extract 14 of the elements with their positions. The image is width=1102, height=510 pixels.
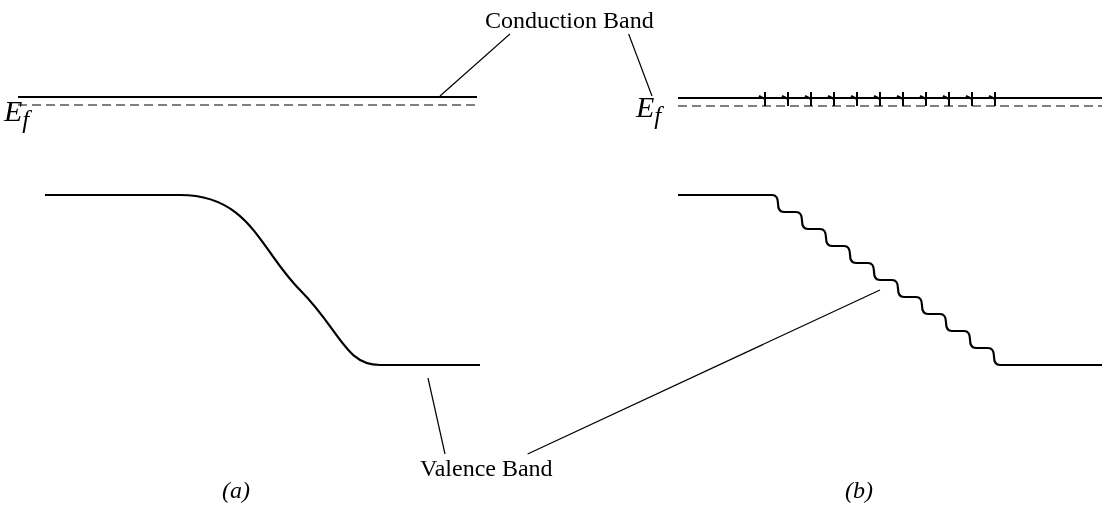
valence-band-curve (45, 193, 480, 367)
fermi-level-label: E$_{f}$ (636, 92, 662, 128)
conduction-band-line (677, 91, 1102, 107)
leader-line (628, 33, 653, 97)
conduction-band-line (17, 96, 478, 98)
fermi-level-label: E$_{f}$ (4, 96, 30, 132)
leader-line (427, 377, 446, 455)
panel-label: (a) (222, 478, 250, 502)
panel-label: (b) (845, 478, 873, 502)
valence-band-curve (678, 193, 1102, 367)
leader-line (439, 33, 511, 97)
leader-line (527, 289, 881, 455)
band-label: Valence Band (420, 456, 553, 480)
band-label: Conduction Band (485, 8, 654, 32)
